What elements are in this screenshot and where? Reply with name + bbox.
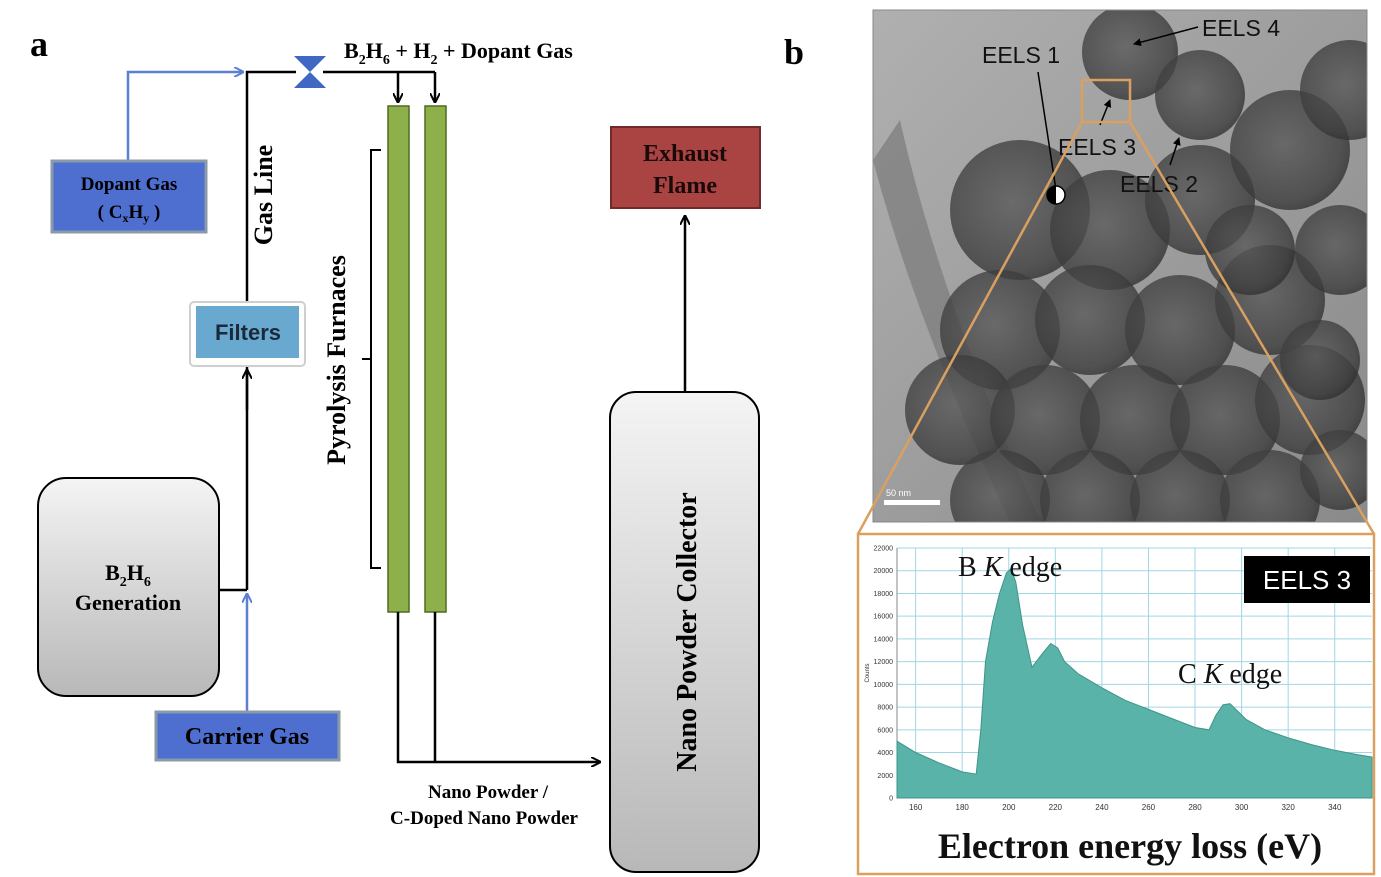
panel-a: a B2H6 + H2 + Dopant Gas Dopant Gas ( Cx… (30, 24, 761, 873)
furnace-tube-2 (424, 105, 447, 613)
tem-particle (990, 365, 1100, 475)
x-tick-label: 260 (1142, 803, 1156, 812)
y-tick-label: 4000 (877, 750, 893, 757)
tem-particle (1300, 40, 1367, 140)
eels-spectrum-chart: 0 2000 4000 6000 8000 10000 12000 14000 16000 180… (865, 546, 1373, 812)
y-axis-title: Counts (865, 663, 871, 682)
x-tick-label: 180 (956, 803, 970, 812)
x-tick-label: 340 (1328, 803, 1342, 812)
tem-particle (1080, 365, 1190, 475)
carrier-gas-label: Carrier Gas (185, 724, 309, 750)
nano-powder-line2: C-Doped Nano Powder (390, 808, 578, 829)
nano-powder-collector: Nano Powder Collector (609, 391, 760, 873)
y-tick-label: 22000 (874, 546, 894, 553)
tem-particle (950, 450, 1050, 522)
tem-particle (1155, 50, 1245, 140)
y-tick-label: 2000 (877, 773, 893, 780)
x-tick-label: 240 (1095, 803, 1109, 812)
x-tick-label: 280 (1188, 803, 1202, 812)
x-axis-title: Electron energy loss (eV) (938, 826, 1322, 866)
eels4-label: EELS 4 (1202, 15, 1280, 41)
tem-particle (1205, 205, 1295, 295)
exhaust-line1: Exhaust (643, 141, 727, 167)
dopant-gas-formula: ( CxHy ) (98, 202, 161, 225)
gas-line-label: Gas Line (249, 145, 278, 245)
panel-a-label: a (30, 24, 48, 64)
exhaust-flame-box: Exhaust Flame (610, 126, 761, 209)
y-tick-label: 8000 (877, 705, 893, 712)
tem-particle (1170, 365, 1280, 475)
tem-particle (1280, 320, 1360, 400)
x-tick-label: 320 (1281, 803, 1295, 812)
nano-powder-line1: Nano Powder / (428, 782, 549, 803)
x-tick-label: 160 (909, 803, 923, 812)
tem-particle (905, 355, 1015, 465)
y-tick-label: 12000 (874, 659, 894, 666)
tem-image (873, 10, 1367, 522)
y-tick-label: 14000 (874, 636, 894, 643)
b2h6-generation-box: B2H6 Generation (37, 477, 220, 697)
spectrum-title: EELS 3 (1263, 565, 1351, 595)
zoom-lines (856, 121, 1376, 535)
powder-out-arrow (396, 612, 600, 762)
exhaust-line2: Flame (653, 173, 717, 199)
scale-bar-label: 50 nm (886, 488, 911, 498)
x-tick-label: 300 (1235, 803, 1249, 812)
tem-particle (1035, 265, 1145, 375)
valve-icon (294, 56, 326, 88)
c-k-edge-label: C K edge (1178, 659, 1282, 690)
y-tick-label: 16000 (874, 614, 894, 621)
y-tick-label: 20000 (874, 568, 894, 575)
dopant-feed-arrow (126, 72, 243, 162)
tem-particle (1040, 450, 1140, 522)
x-tick-label: 220 (1049, 803, 1063, 812)
tem-particle (1220, 450, 1320, 522)
y-tick-label: 6000 (877, 727, 893, 734)
tem-particle (1295, 205, 1367, 295)
tem-particle (1050, 170, 1170, 290)
spectrum-title-box (1244, 556, 1370, 603)
b2h6-formula: B2H6 (105, 560, 151, 590)
tem-particle (1130, 450, 1230, 522)
filters-label: Filters (215, 320, 281, 345)
gas-mixture-label: B2H6 + H2 + Dopant Gas (344, 38, 573, 68)
dopant-gas-line1: Dopant Gas (81, 174, 178, 195)
gas-line (245, 70, 296, 590)
filters-box: Filters (189, 301, 306, 367)
collector-label: Nano Powder Collector (672, 492, 703, 771)
b2h6-generation-label: Generation (75, 590, 181, 615)
zoom-region-box (1080, 78, 1132, 124)
panel-b-label: b (784, 32, 804, 72)
tem-particle (1082, 10, 1178, 100)
x-tick-label: 200 (1002, 803, 1016, 812)
pyrolysis-bracket (370, 149, 381, 569)
y-tick-label: 10000 (874, 682, 894, 689)
b-k-edge-label: B K edge (958, 552, 1062, 583)
panel-b: b 50 nm EELS 1 EELS 2 EELS 3 EELS 4 0 200… (784, 9, 1376, 876)
y-tick-label: 0 (889, 796, 893, 803)
y-tick-label: 18000 (874, 591, 894, 598)
eels1-label: EELS 1 (982, 42, 1060, 68)
dopant-gas-box: Dopant Gas ( CxHy ) (50, 159, 208, 234)
tem-particle (1125, 275, 1235, 385)
tem-particle (1300, 430, 1367, 510)
pyrolysis-furnaces-label: Pyrolysis Furnaces (322, 255, 351, 465)
carrier-gas-box: Carrier Gas (154, 710, 341, 762)
eels2-label: EELS 2 (1120, 171, 1198, 197)
spectrum-area (896, 567, 1373, 799)
scale-bar (884, 500, 940, 505)
eels3-label: EELS 3 (1058, 134, 1136, 160)
furnace-tube-1 (387, 105, 410, 613)
